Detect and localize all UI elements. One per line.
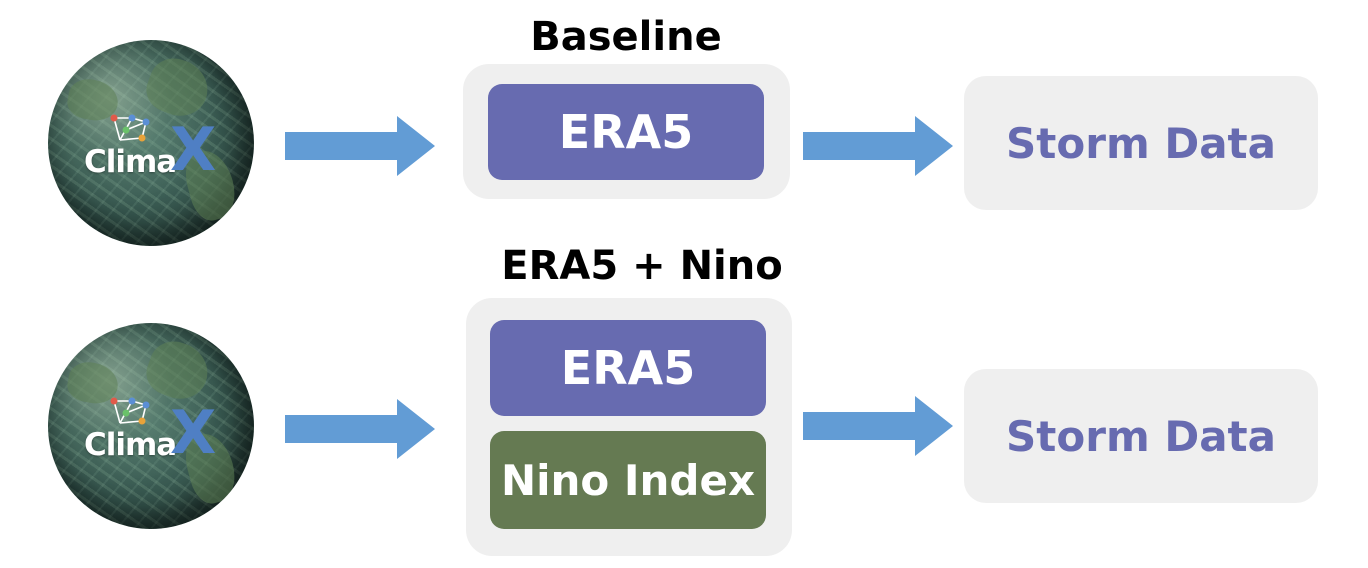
- arrow-right-icon: [803, 396, 953, 456]
- storm-data-box-bottom: Storm Data: [964, 369, 1318, 503]
- nino-index-box: Nino Index: [490, 431, 766, 529]
- climax-globe-top: [48, 40, 254, 246]
- era5-nino-heading: ERA5 + Nino: [501, 243, 783, 289]
- arrow-right-icon: [285, 399, 435, 459]
- climax-globe-bottom: [48, 323, 254, 529]
- arrow-right-icon: [803, 116, 953, 176]
- era5-box-top: ERA5: [488, 84, 764, 180]
- climax-logo-icon: [110, 397, 150, 425]
- climax-logo-text: Clima: [84, 144, 177, 180]
- climax-logo-x: X: [170, 398, 217, 468]
- storm-data-box-top: Storm Data: [964, 76, 1318, 210]
- baseline-heading: Baseline: [530, 14, 722, 60]
- climax-logo-x: X: [170, 115, 217, 185]
- climax-logo-icon: [110, 114, 150, 142]
- arrow-right-icon: [285, 116, 435, 176]
- era5-box-bottom: ERA5: [490, 320, 766, 416]
- climax-logo-text: Clima: [84, 427, 177, 463]
